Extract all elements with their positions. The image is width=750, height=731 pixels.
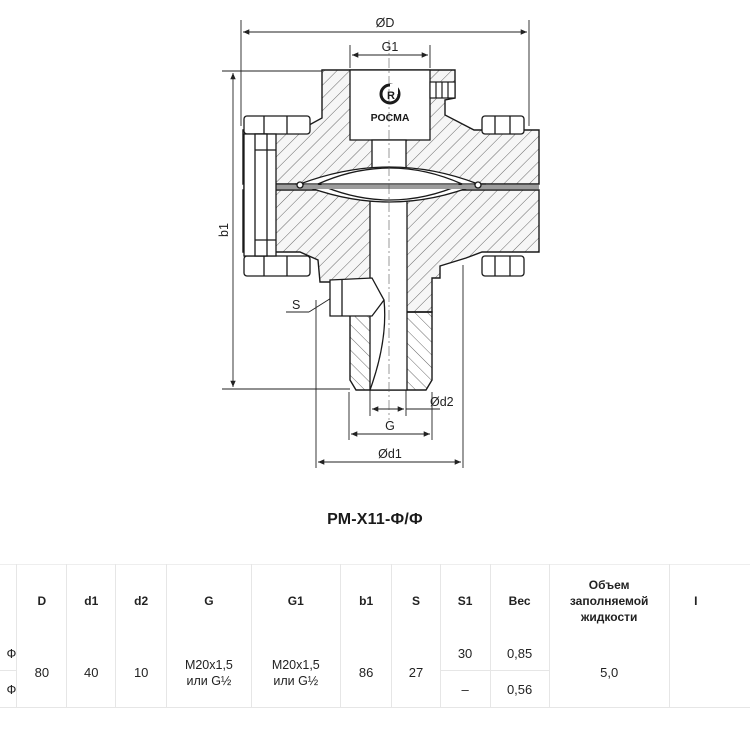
header-D: D — [16, 564, 67, 637]
dimension-lines — [222, 20, 530, 468]
header-weight: Вес — [489, 564, 550, 637]
dim-G1-label: G1 — [382, 40, 399, 54]
dim-G-label: G — [385, 419, 395, 433]
cell-extra — [668, 637, 722, 708]
cell-b1: 86 — [339, 637, 392, 708]
cell-weight: 0,85 — [489, 637, 550, 671]
cell-G-line1: M20x1,5 — [184, 657, 233, 672]
logo-text: РОСМА — [371, 112, 410, 124]
cell-name: Ф — [6, 646, 17, 661]
header-S1: S1 — [439, 564, 491, 637]
header-G1: G1 — [250, 564, 341, 637]
cell-S1: – — [439, 670, 491, 708]
header-d2: d2 — [115, 564, 167, 637]
header-d1: d1 — [66, 564, 116, 637]
header-volume: Объем заполняемой жидкости — [548, 564, 670, 637]
cell-G: M20x1,5 или G½ — [166, 637, 252, 708]
bolts-right — [481, 115, 525, 277]
cell-d1: 40 — [66, 637, 116, 708]
table-row: Ф 80 40 10 M20x1,5 или G½ M20x1,5 или G½… — [0, 637, 722, 708]
cell-S: 27 — [391, 637, 441, 708]
dim-d1-label: Ød1 — [378, 447, 402, 461]
side-plug — [429, 81, 456, 99]
header-extra: I — [668, 564, 722, 637]
header-S: S — [391, 564, 441, 637]
model-title: РМ-Х11-Ф/Ф — [327, 511, 423, 528]
rosma-logo-icon: R РОСМА — [371, 83, 410, 124]
cell-name: Ф — [0, 670, 17, 708]
dim-D-label: ØD — [376, 16, 395, 30]
cell-D: 80 — [16, 637, 67, 708]
spec-table: D d1 d2 G G1 b1 S S1 Вес Объем заполняем… — [0, 564, 722, 708]
cell-G1-line1: M20x1,5 — [271, 657, 320, 672]
dim-b1-label: b1 — [217, 223, 231, 237]
dim-S-label: S — [292, 298, 300, 312]
svg-text:R: R — [387, 90, 395, 102]
cell-G1: M20x1,5 или G½ — [250, 637, 341, 708]
cell-G1-line2: или G½ — [273, 673, 319, 688]
cell-d2: 10 — [115, 637, 167, 708]
table-header-row: D d1 d2 G G1 b1 S S1 Вес Объем заполняем… — [0, 564, 722, 637]
header-b1: b1 — [339, 564, 392, 637]
bolts-left — [243, 115, 311, 277]
dim-d2-label: Ød2 — [430, 395, 454, 409]
cell-S1: 30 — [439, 637, 491, 671]
header-G: G — [166, 564, 252, 637]
table-bottom-divider — [0, 707, 750, 708]
cell-G-line2: или G½ — [186, 673, 232, 688]
technical-drawing: R РОСМА ØD G1 b1 S Ød2 G Ød1 — [217, 16, 540, 468]
cell-volume: 5,0 — [548, 637, 670, 708]
membrane — [243, 167, 539, 201]
cell-weight: 0,56 — [489, 670, 550, 708]
table-row: Ф – 0,56 — [0, 670, 722, 708]
header-name — [0, 564, 17, 637]
hex-nut — [329, 277, 386, 391]
